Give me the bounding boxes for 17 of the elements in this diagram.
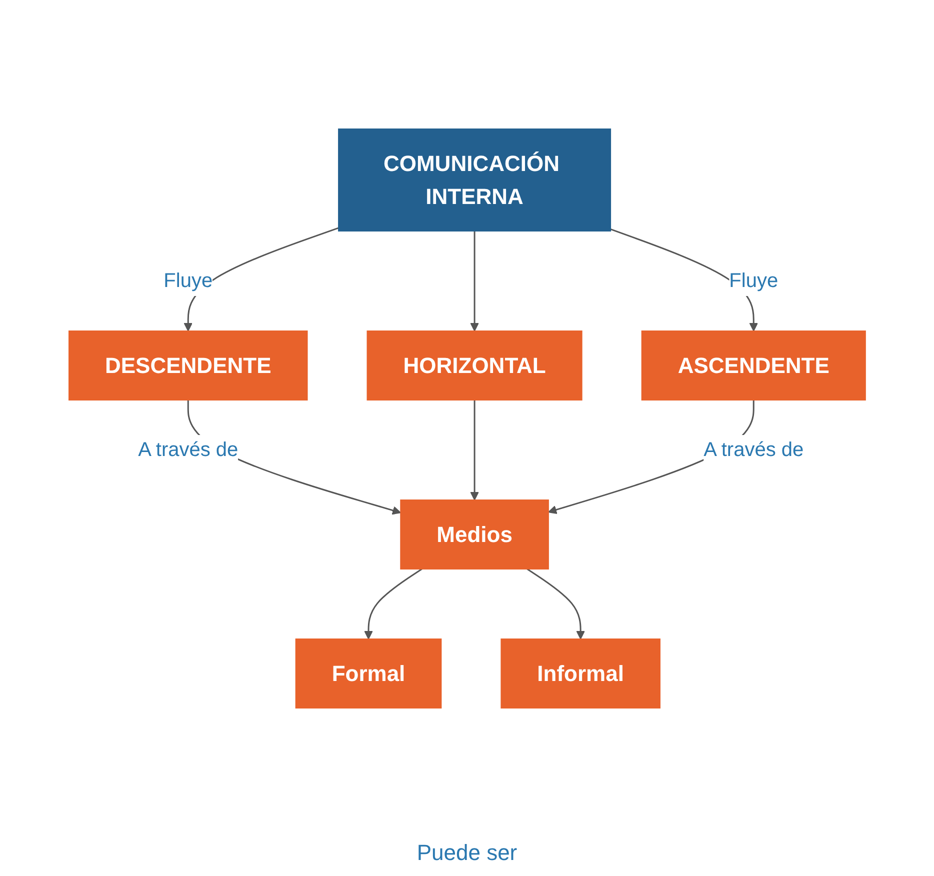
node-box: Medios (400, 499, 549, 569)
arrow (470, 230, 479, 331)
node-box: HORIZONTAL (366, 330, 582, 400)
node-box: DESCENDENTE (68, 330, 308, 400)
note-text: Puede ser (416, 840, 518, 866)
edge-label: A través de (703, 438, 804, 460)
node-box: ASCENDENTE (641, 330, 866, 400)
edge-label: Fluye (163, 270, 212, 292)
arrow (526, 568, 585, 639)
arrow (470, 400, 479, 500)
node-box: COMUNICACIÓN INTERNA (338, 128, 611, 231)
edge-label: A través de (138, 438, 238, 460)
node-box: Informal (500, 638, 660, 708)
arrow (364, 568, 422, 639)
edge-label: Fluye (728, 270, 778, 292)
arrow (610, 228, 758, 331)
node-box: Formal (295, 638, 442, 708)
